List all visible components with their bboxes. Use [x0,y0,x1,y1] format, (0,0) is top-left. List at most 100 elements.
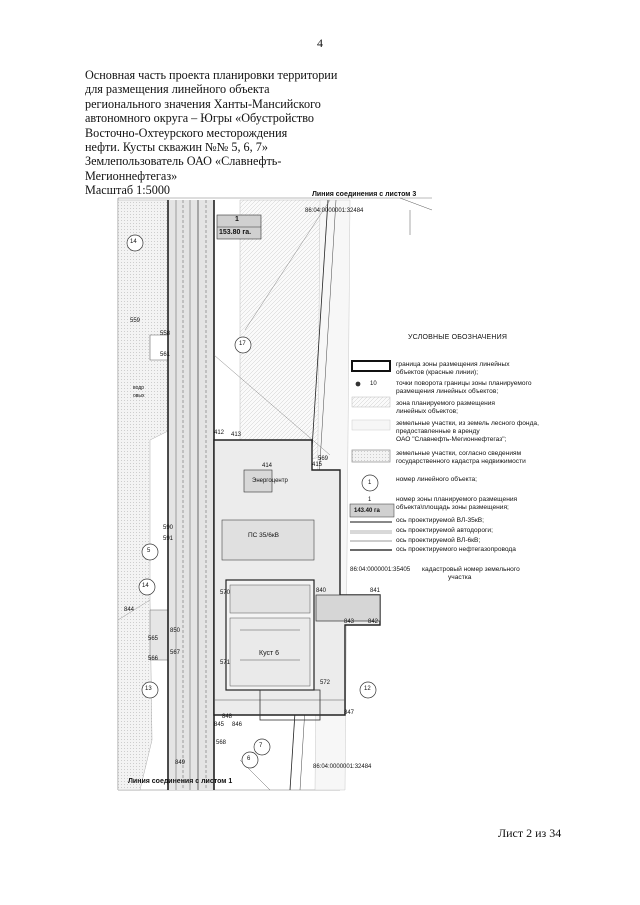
legend-item: номер зоны планируемого размещения объек… [396,496,517,512]
legend-text: ось проектируемой ВЛ-35кВ; [396,517,484,524]
header-line: Масштаб 1:5000 [85,183,171,198]
legend-text: кадастровый номер земельного [422,566,520,573]
point-label: 846 [232,722,243,728]
header-line: Основная часть проекта планировки террит… [85,68,338,82]
point-label: 571 [220,660,231,666]
cadastral-number-bottom: 86:04:0000001:32484 [313,764,372,770]
point-label: 850 [170,628,181,634]
header-line: для размещения линейного объекта [85,82,270,97]
point-label: 845 [214,722,225,728]
circle-label: 13 [145,686,152,692]
circle-label: 7 [259,743,263,749]
document-header: Основная часть проекта планировки террит… [85,68,338,198]
zone-label-top [216,214,262,240]
object-number-circles [126,234,377,769]
legend-text: линейных объектов; [396,408,458,416]
legend-text: ось проектируемого нефтегазопровода [396,546,516,553]
circle-label: 5 [147,548,151,554]
legend-text: номер зоны планируемого размещения [396,496,518,503]
header-line: регионального значения Ханты-Мансийского [85,96,321,111]
point-label: 565 [148,636,159,642]
legend-symbol-text: 10 [370,381,377,387]
connection-line-bottom-label: Линия соединения с листом 1 [128,778,233,785]
legend-symbol-text: 86:04:0000001:35405 [350,566,411,573]
legend-text: ось проектируемой автодороги; [396,527,493,534]
zone-number: 1 [235,216,239,223]
legend-text: объекта\площадь зоны размещения; [396,504,509,512]
cadastral-number-top: 86:04:0000001:32484 [305,208,364,214]
legend-text: ось проектируемой ВЛ-6кВ; [396,537,481,544]
point-label: 844 [124,607,135,613]
legend-text: участка [448,574,472,582]
legend-item: ось проектируемого нефтегазопровода [396,546,516,554]
point-label: 413 [231,432,242,438]
circle-label: 17 [239,341,246,347]
legend-item: кадастровый номер земельного участка [422,566,520,582]
point-label: 414 [262,463,273,469]
legend-text: ОАО "Славнефть-Мегионнефтегаз"; [396,436,507,444]
point-label: 559 [130,318,141,324]
legend-text: земельные участки, из земель лесного фон… [396,420,539,427]
point-label: 566 [148,656,159,662]
legend-text: предоставленные в аренду [396,428,480,436]
point-label: 841 [370,588,381,594]
substation-label: ПС 35/6кВ [248,532,280,539]
legend-item: точки поворота границы зоны планируемого… [396,380,532,396]
point-label: 568 [216,740,227,746]
energocentr-label: Энергоцентр [252,478,288,484]
circle-label: 12 [364,686,371,692]
legend-text: точки поворота границы зоны планируемого [396,380,532,387]
legend-text: государственного кадастра недвижимости [396,458,526,466]
header-line: Мегионнефтегаз» [85,168,178,183]
legend-text: граница зоны размещения линейных [396,361,510,368]
circle-label: 14 [130,239,137,245]
legend-text: номер линейного объекта; [396,476,478,483]
point-label: 561 [160,352,171,358]
header-line: автономного округа – Югры «Обустройство [85,111,314,126]
point-label: 843 [344,619,355,625]
legend-item: граница зоны размещения линейных объекто… [396,361,510,377]
forest-label: водр [133,385,144,391]
legend-symbol-text: 1 [368,497,372,503]
legend-symbol-text: 1 [368,480,372,486]
point-label: 591 [163,536,174,542]
legend-item: ось проектируемой автодороги; [396,527,493,535]
point-label: 415 [312,462,323,468]
header-line: Землепользователь ОАО «Славнефть- [85,154,282,169]
header-line: Восточно-Охтеурского месторождения [85,125,288,140]
header-line: нефти. Кусты скважин №№ 5, 6, 7» [85,140,268,155]
legend-symbol-text: 143.40 га [354,508,380,514]
point-label: 569 [318,456,329,462]
legend-text: зона планируемого размещения [396,400,496,407]
point-label: 847 [344,710,355,716]
legend-text: объектов (красные линии); [396,369,479,377]
forest-label: овых [133,393,145,399]
point-label: 558 [160,331,171,337]
sheet-number: Лист 2 из 34 [498,826,562,840]
point-label: 412 [214,430,225,436]
legend-item: номер линейного объекта; [396,476,477,484]
legend-item: ось проектируемой ВЛ-6кВ; [396,537,480,545]
point-label: 567 [170,650,181,656]
legend-title: УСЛОВНЫЕ ОБОЗНАЧЕНИЯ [408,334,508,341]
point-label: 840 [316,588,327,594]
point-label: 572 [320,680,331,686]
linear-corridor [167,200,215,790]
zone-area: 153.80 га. [219,229,252,236]
point-label: 590 [163,525,174,531]
circle-label: 6 [247,756,251,762]
legend-item: зона планируемого размещения линейных об… [396,400,495,416]
legend-text: земельные участки, согласно сведениям [396,450,522,457]
legend-item: ось проектируемой ВЛ-35кВ; [396,517,484,525]
connection-line-top-label: Линия соединения с листом 3 [312,191,417,198]
well-cluster-label: Куст 6 [259,650,280,657]
legend-item: земельные участки, из земель лесного фон… [396,420,539,445]
point-label: 848 [222,714,233,720]
point-label: 570 [220,590,231,596]
legend-text: размещения линейных объектов; [396,388,499,396]
point-label: 849 [175,760,186,766]
legend-symbols [349,360,395,551]
facility-area [213,439,381,721]
page-number: 4 [317,36,323,50]
